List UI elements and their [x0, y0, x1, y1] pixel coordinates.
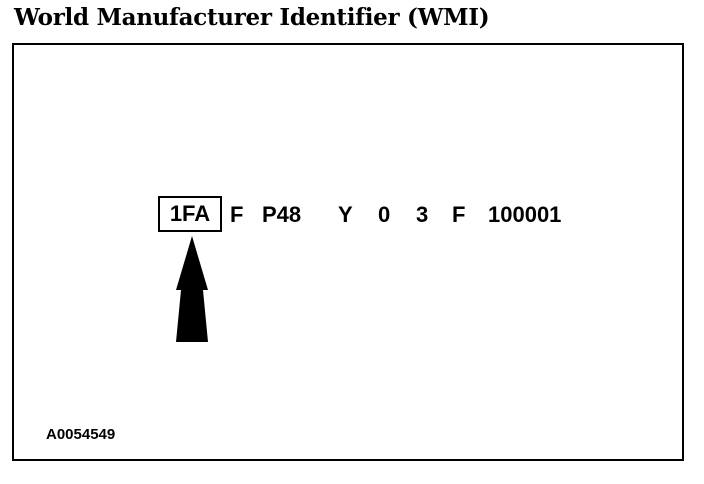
vin-segment-3: Y	[338, 202, 353, 227]
vin-segment-7: 100001	[488, 202, 562, 227]
wmi-highlight-box: 1FA	[158, 196, 222, 232]
up-arrow-icon	[176, 236, 208, 342]
vin-segment-1: F	[230, 202, 244, 227]
vin-segment-4: 0	[378, 202, 391, 227]
reference-code: A0054549	[46, 426, 116, 443]
vin-segment-2: P48	[262, 202, 302, 227]
vin-segment-6: F	[452, 202, 466, 227]
vin-segment-5: 3	[416, 202, 429, 227]
diagram-frame	[12, 43, 684, 461]
diagram-title: World Manufacturer Identifier (WMI)	[14, 4, 490, 31]
